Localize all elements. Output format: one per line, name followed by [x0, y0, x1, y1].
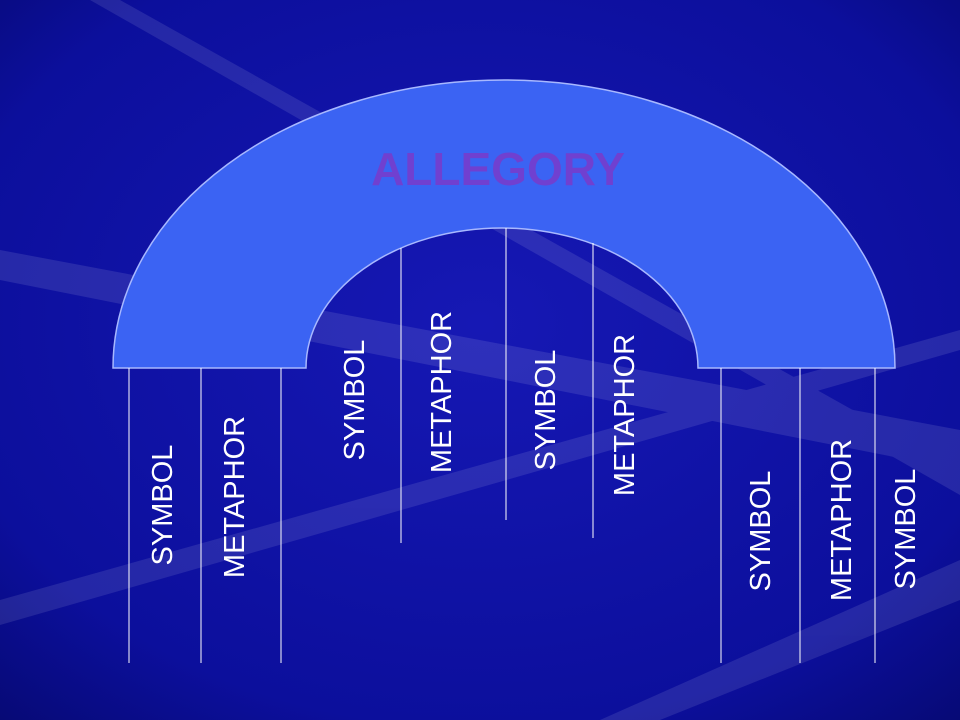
pillar-label: METAPHOR: [609, 334, 641, 496]
allegory-arch: [112, 79, 896, 369]
pillar-label: SYMBOL: [147, 445, 179, 566]
pillar-labels: SYMBOL METAPHOR SYMBOL METAPHOR SYMBOL M…: [147, 311, 922, 601]
pillar-label: SYMBOL: [890, 469, 922, 590]
pillar-lines: [128, 228, 876, 663]
pillar-label: SYMBOL: [530, 350, 562, 471]
pillar-label: METAPHOR: [826, 439, 858, 601]
pillar-label: SYMBOL: [745, 471, 777, 592]
pillar-label: METAPHOR: [219, 416, 251, 578]
allegory-title: ALLEGORY: [371, 143, 625, 195]
pillar-label: METAPHOR: [426, 311, 458, 473]
pillar-label: SYMBOL: [339, 340, 371, 461]
